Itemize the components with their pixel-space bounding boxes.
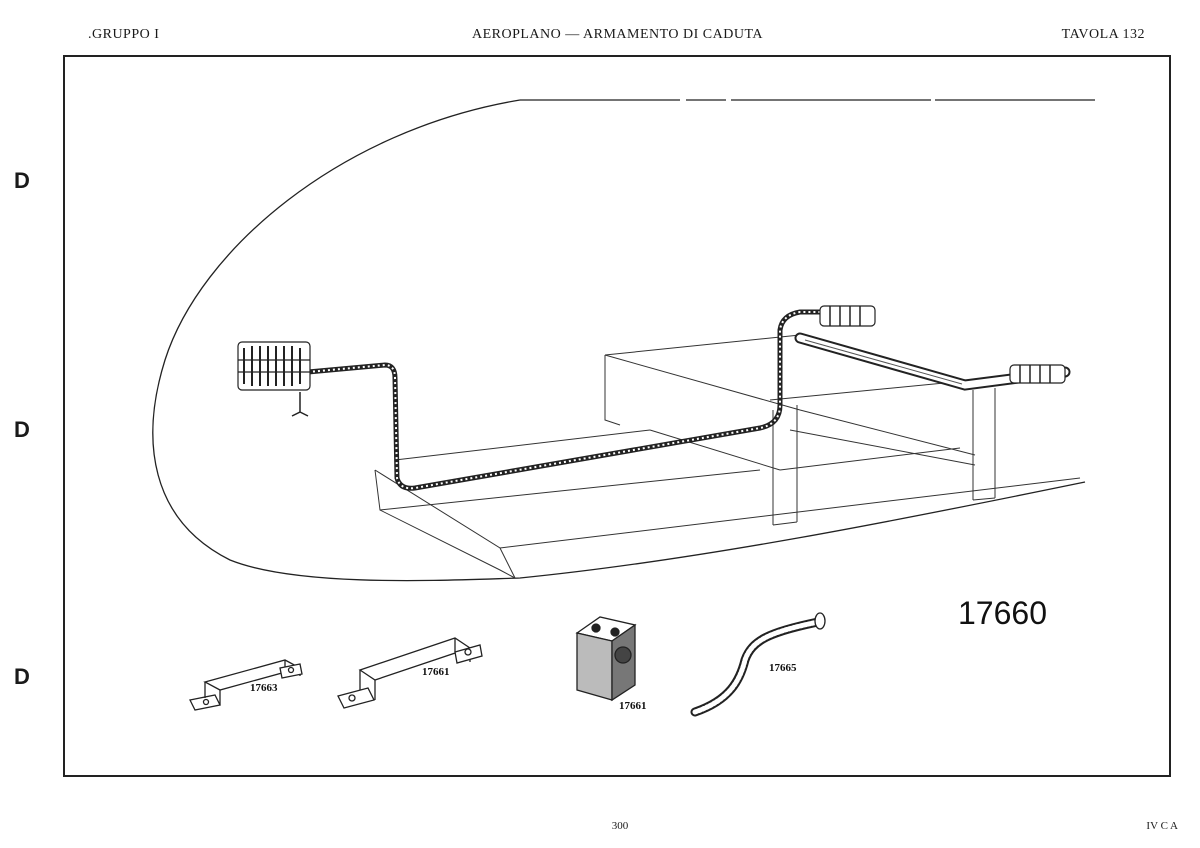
part-label-bracket-17661: 17661 (422, 666, 450, 678)
side-mark-top: D (14, 168, 30, 193)
floor-structure (374, 334, 1081, 579)
bracket-17663 (189, 659, 303, 711)
fuselage-outline (152, 99, 1095, 582)
release-lever (237, 341, 311, 417)
part-label-17665: 17665 (769, 662, 797, 674)
release-cable (307, 305, 1071, 491)
page-title: AEROPLANO — ARMAMENTO DI CADUTA (471, 27, 763, 42)
conduit-17665 (690, 612, 826, 717)
bracket-17661 (337, 637, 483, 709)
drawing-number: 17660 (958, 595, 1047, 631)
page-number: 300 (611, 820, 629, 832)
plate-number: TAVOLA 132 (1061, 27, 1145, 42)
side-mark-middle: D (14, 417, 30, 442)
side-mark-bottom: D (14, 664, 30, 689)
block-17661 (575, 616, 637, 702)
footer-mark: IV C A (1146, 820, 1178, 832)
drawing-frame (63, 55, 1171, 777)
group-label: .GRUPPO I (88, 27, 160, 42)
part-label-block-17661: 17661 (619, 700, 647, 712)
part-label-17663: 17663 (250, 682, 278, 694)
